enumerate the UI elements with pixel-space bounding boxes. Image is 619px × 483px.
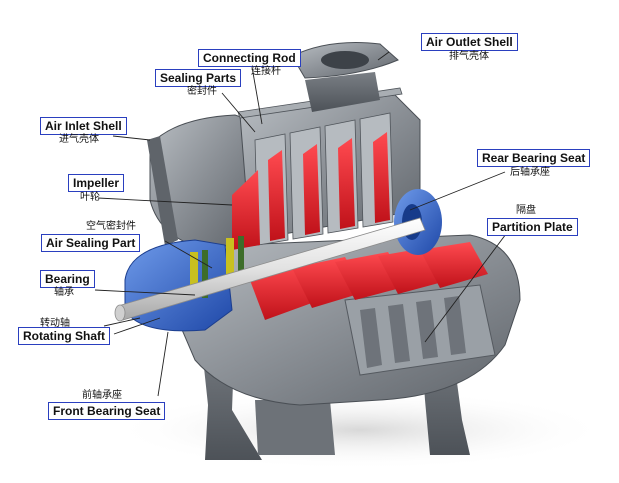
label-bearing: Bearing [40,270,95,288]
label-air-sealing-part: Air Sealing Part [41,234,141,252]
label-partition-plate-cn: 隔盘 [516,205,536,216]
shaft-end [114,304,126,322]
label-sealing-parts: Sealing Parts [155,69,242,87]
label-air-inlet-shell-cn: 进气壳体 [59,134,99,145]
label-connecting-rod: Connecting Rod [198,49,301,67]
label-rotating-shaft: Rotating Shaft [18,327,110,345]
label-front-bearing-seat-cn: 前轴承座 [82,390,122,401]
label-air-outlet-shell: Air Outlet Shell [421,33,518,51]
label-air-inlet-shell: Air Inlet Shell [40,117,127,135]
inlet-flange [147,136,178,246]
upper-impellers [232,132,390,250]
partition-plate-module [344,284,496,376]
label-sealing-parts-cn: 密封件 [187,86,217,97]
label-front-bearing-seat: Front Bearing Seat [48,402,166,420]
label-impeller-cn: 叶轮 [80,192,100,203]
label-bearing-cn: 轴承 [54,287,74,298]
label-partition-plate: Partition Plate [487,218,578,236]
label-air-sealing-part-cn: 空气密封件 [86,221,136,232]
label-impeller: Impeller [68,174,125,192]
label-air-outlet-shell-cn: 排气壳体 [449,51,489,62]
label-rotating-shaft-cn: 转动轴 [40,318,70,329]
air-outlet-shell [291,42,399,112]
bearing-rings [190,236,244,298]
label-connecting-rod-cn: 连接杆 [251,66,281,77]
floor-shadow [110,390,610,470]
label-rear-bearing-seat: Rear Bearing Seat [477,149,591,167]
leader-lines [94,51,516,397]
label-rear-bearing-seat-cn: 后轴承座 [510,167,550,178]
